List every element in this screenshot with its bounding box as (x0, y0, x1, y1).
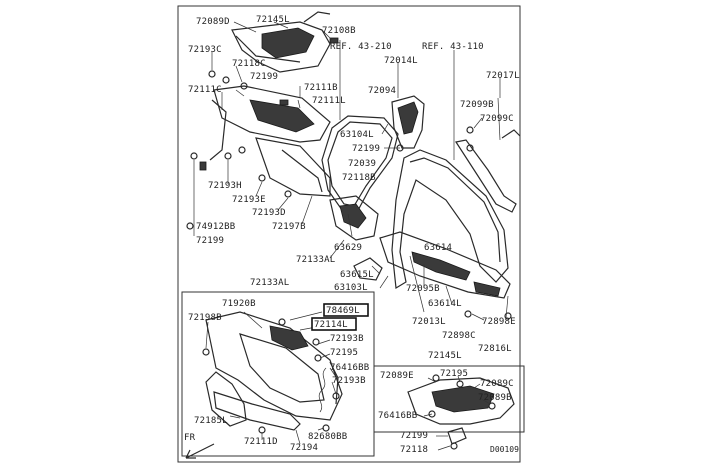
label-72193d: 72193D (252, 208, 286, 218)
label-72199-a: 72199 (250, 72, 278, 82)
detail-leader-lines (205, 311, 339, 445)
label-72133al-b: 72133AL (250, 278, 289, 288)
label-72111l: 72111L (312, 96, 346, 106)
label-72039: 72039 (348, 159, 376, 169)
label-72118: 72118 (400, 445, 428, 455)
label-72145l-b: 72145L (428, 351, 462, 361)
label-71920b: 71920B (222, 299, 256, 309)
lower-rear-trim (329, 195, 383, 281)
detail-pillar-trim (407, 374, 515, 425)
label-63614l: 63614L (428, 299, 462, 309)
label-72898e: 72898E (482, 317, 516, 327)
label-72193e: 72193E (232, 195, 266, 205)
label-72193h: 72193H (208, 181, 242, 191)
detail-labels: 71920B 78469L 72198B 72114L 72193B 72195… (184, 299, 369, 453)
label-72816l: 72816L (478, 344, 512, 354)
label-72193c: 72193C (188, 45, 222, 55)
label-63104l: 63104L (340, 130, 374, 140)
bottom-fasteners (436, 427, 467, 451)
leader-lines-main (193, 21, 509, 321)
center-pillar-trim (391, 95, 425, 149)
label-63614: 63614 (424, 243, 452, 253)
label-72089e: 72089E (380, 371, 414, 381)
front-direction-arrow (185, 443, 215, 459)
label-72099b: 72099B (460, 100, 494, 110)
label-72194: 72194 (290, 443, 318, 453)
label-fr: FR (184, 433, 196, 443)
quarter-trim-upper (209, 85, 331, 197)
front-opening-weatherstrip (391, 149, 509, 289)
label-63615l: 63615L (340, 270, 374, 280)
label-72095b: 72095B (406, 284, 440, 294)
label-72094: 72094 (368, 86, 396, 96)
label-diagram-code: D00109 (490, 445, 519, 454)
label-72089d: 72089D (196, 17, 230, 27)
label-72111d: 72111D (244, 437, 278, 447)
detail-quarter-trim (205, 311, 343, 431)
label-72013l: 72013L (412, 317, 446, 327)
label-72195-b: 72195 (440, 369, 468, 379)
label-63103l: 63103L (334, 283, 368, 293)
detail-fasteners (202, 318, 340, 434)
label-72193b-a: 72193B (330, 334, 364, 344)
label-76416bb-a: 76416BB (330, 363, 369, 373)
label-72089c: 72089C (480, 379, 514, 389)
label-ref-43-210: REF. 43-210 (330, 42, 392, 52)
label-72195-a: 72195 (330, 348, 358, 358)
label-72118b: 72118B (342, 173, 376, 183)
label-72017l: 72017L (486, 71, 520, 81)
upper-rear-trim (231, 11, 331, 73)
detail-right-labels: 72145L 72089E 72195 72089C 72089B 76416B… (378, 351, 519, 455)
part-labels: 72089D 72145L 72108B 72193C 72118C REF. … (188, 15, 520, 354)
label-72898c: 72898C (442, 331, 476, 341)
label-72199-b: 72199 (352, 144, 380, 154)
label-74912bb: 74912BB (196, 222, 235, 232)
label-72199-c: 72199 (196, 236, 224, 246)
label-72014l: 72014L (384, 56, 418, 66)
label-72197b: 72197B (272, 222, 306, 232)
label-72145l-top: 72145L (256, 15, 290, 25)
label-78469l: 78469L (326, 306, 360, 316)
label-72133al-a: 72133AL (296, 255, 335, 265)
label-72118c: 72118C (232, 59, 266, 69)
label-72114l: 72114L (314, 320, 348, 330)
main-frame (177, 5, 521, 463)
label-82680bb: 82680BB (308, 432, 347, 442)
label-72111c: 72111C (188, 85, 222, 95)
box-72114l (311, 317, 357, 331)
label-63629: 63629 (334, 243, 362, 253)
label-72198b: 72198B (188, 313, 222, 323)
box-78469l (323, 303, 369, 317)
label-72193b-b: 72193B (332, 376, 366, 386)
label-72185l: 72185L (194, 416, 228, 426)
sill-scuff-plate (379, 231, 511, 299)
front-pillar-trim (455, 129, 521, 213)
label-76416bb-b: 76416BB (378, 411, 417, 421)
label-72111b: 72111B (304, 83, 338, 93)
label-72199-d: 72199 (400, 431, 428, 441)
label-ref-43-110: REF. 43-110 (422, 42, 484, 52)
label-72108b: 72108B (322, 26, 356, 36)
label-72089b: 72089B (478, 393, 512, 403)
door-opening-weatherstrip (321, 115, 399, 215)
label-72099c: 72099C (480, 114, 514, 124)
